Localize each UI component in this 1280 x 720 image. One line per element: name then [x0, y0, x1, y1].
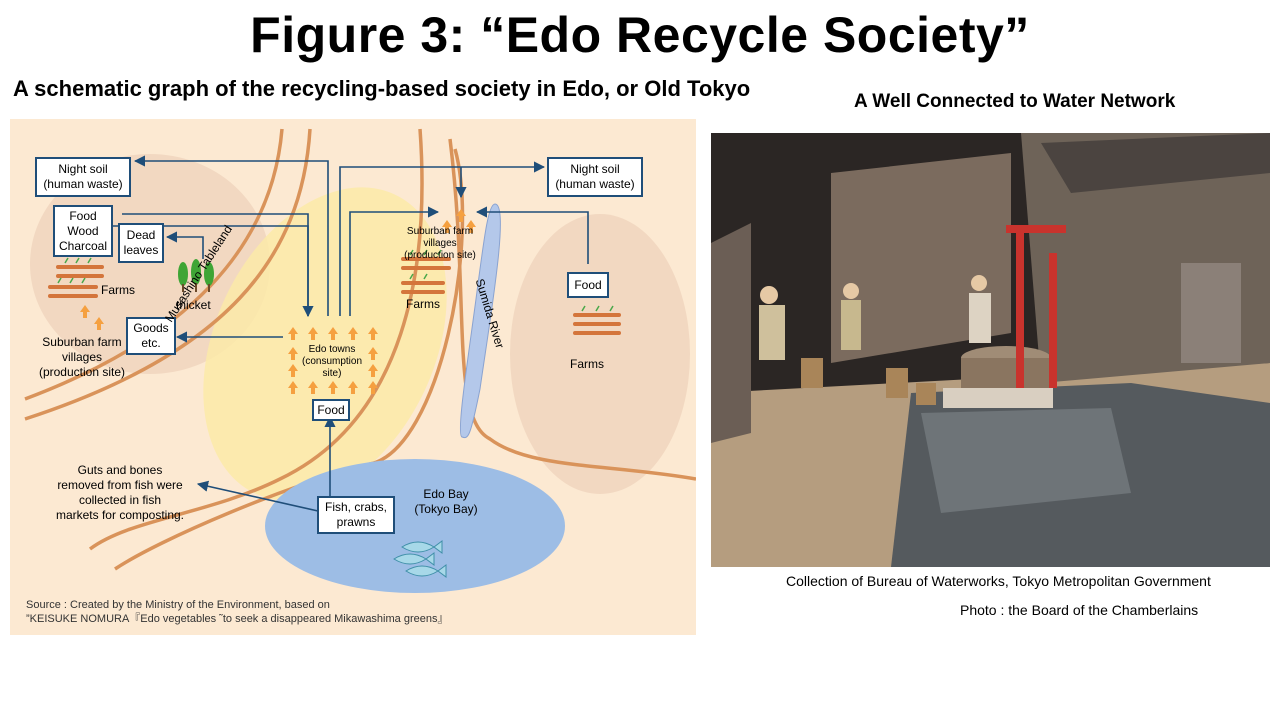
night-soil-left-box: Night soil(human waste) [35, 157, 131, 197]
diagram-subtitle: A schematic graph of the recycling-based… [13, 76, 751, 101]
thicket-icon [178, 259, 214, 292]
food-right-box: Food [567, 272, 609, 298]
diagram-graphics [24, 128, 696, 593]
farm-field-icons [48, 257, 621, 335]
photo-credit: Photo : the Board of the Chamberlains [960, 602, 1199, 618]
farms-right-label: Farms [570, 357, 604, 371]
page-title: Figure 3: “Edo Recycle Society” [250, 7, 1030, 63]
photo-collection-credit: Collection of Bureau of Waterworks, Toky… [786, 573, 1211, 589]
edo-bay [265, 459, 565, 593]
flow-arrows [106, 155, 589, 512]
photo-title: A Well Connected to Water Network [854, 91, 1176, 112]
fish-icon [393, 540, 447, 578]
diorama-illustration [711, 133, 1270, 567]
food-center-box: Food [312, 399, 350, 421]
recycling-diagram: Night soil(human waste) Night soil(human… [10, 119, 696, 635]
farms-center-label: Farms [406, 297, 440, 311]
edo-bay-label: Edo Bay(Tokyo Bay) [414, 487, 478, 516]
orange-arrow-icons [80, 209, 476, 394]
farm-sprouts [57, 249, 614, 312]
sumida-river [459, 203, 501, 439]
well-diorama-photo [711, 133, 1270, 567]
source-note: Source : Created by the Ministry of the … [26, 599, 449, 625]
right-village-region [510, 214, 690, 494]
thicket-label: thicket [176, 298, 211, 312]
farms-left-label: Farms [101, 283, 135, 297]
fish-crabs-prawns-box: Fish, crabs,prawns [317, 496, 395, 534]
night-soil-right-box: Night soil(human waste) [547, 157, 643, 197]
